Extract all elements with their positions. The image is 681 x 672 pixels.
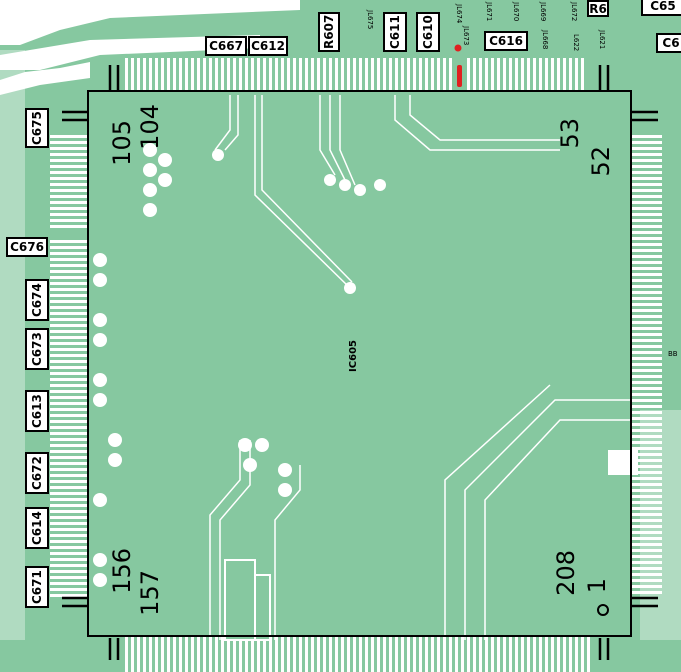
label-jl672: JL672 — [570, 2, 578, 22]
label-l622: L622 — [572, 34, 580, 52]
bottom-pin-row — [125, 636, 590, 672]
pin-number-53: 53 — [556, 118, 584, 149]
copper-area — [0, 35, 260, 70]
label-c671: C671 — [25, 566, 49, 608]
copper-area — [0, 0, 60, 45]
label-jl668: JL668 — [541, 30, 549, 50]
label-bb: BB — [668, 350, 678, 358]
label-jl674: JL674 — [455, 4, 463, 24]
label-jl671: JL671 — [485, 2, 493, 22]
left-pin-row — [50, 135, 88, 597]
highlight-dot — [454, 44, 462, 52]
pin-number-1: 1 — [583, 578, 611, 594]
label-c613: C613 — [25, 390, 49, 432]
copper-area — [640, 410, 681, 640]
pin-number-156: 156 — [108, 548, 136, 594]
label-jl621: JL621 — [598, 30, 606, 50]
pin-number-208: 208 — [552, 550, 580, 596]
label-c614: C614 — [25, 507, 49, 549]
label-c610: C610 — [416, 12, 440, 52]
right-pin-row — [632, 135, 662, 594]
inner-traces — [209, 95, 630, 640]
copper-area — [0, 50, 25, 640]
copper-area — [60, 0, 300, 30]
label-c673: C673 — [25, 328, 49, 370]
label-jl669: JL669 — [539, 2, 547, 22]
label-c667: C667 — [205, 36, 247, 56]
corner-marks — [62, 65, 658, 660]
pin-number-157: 157 — [136, 570, 164, 616]
ic-outline — [87, 90, 632, 637]
copper-area — [0, 62, 90, 95]
label-c611: C611 — [383, 12, 407, 52]
ic-reference: IC605 — [348, 340, 359, 372]
pin-number-105: 105 — [108, 120, 136, 166]
label-c672: C672 — [25, 452, 49, 494]
via-pads — [93, 143, 386, 587]
pin-number-104: 104 — [136, 104, 164, 150]
label-jl675: JL675 — [366, 10, 374, 30]
label-r607: R607 — [318, 12, 340, 52]
highlight-mark — [457, 65, 462, 87]
label-c6-right: C6 — [656, 33, 681, 53]
label-c675: C675 — [25, 108, 49, 148]
label-c612: C612 — [248, 36, 288, 56]
top-pin-row — [125, 58, 584, 91]
label-jl673: JL673 — [462, 26, 470, 46]
label-c65: C65 — [641, 0, 681, 16]
pin1-marker — [597, 604, 609, 616]
label-c616: C616 — [484, 31, 528, 51]
label-r6: R6 — [587, 0, 609, 17]
copper-area — [224, 559, 256, 641]
pin-number-52: 52 — [587, 146, 615, 177]
copper-area — [608, 450, 638, 475]
label-c674: C674 — [25, 279, 49, 321]
label-c676: C676 — [6, 237, 48, 257]
copper-area — [254, 574, 271, 641]
label-jl670: JL670 — [512, 2, 520, 22]
